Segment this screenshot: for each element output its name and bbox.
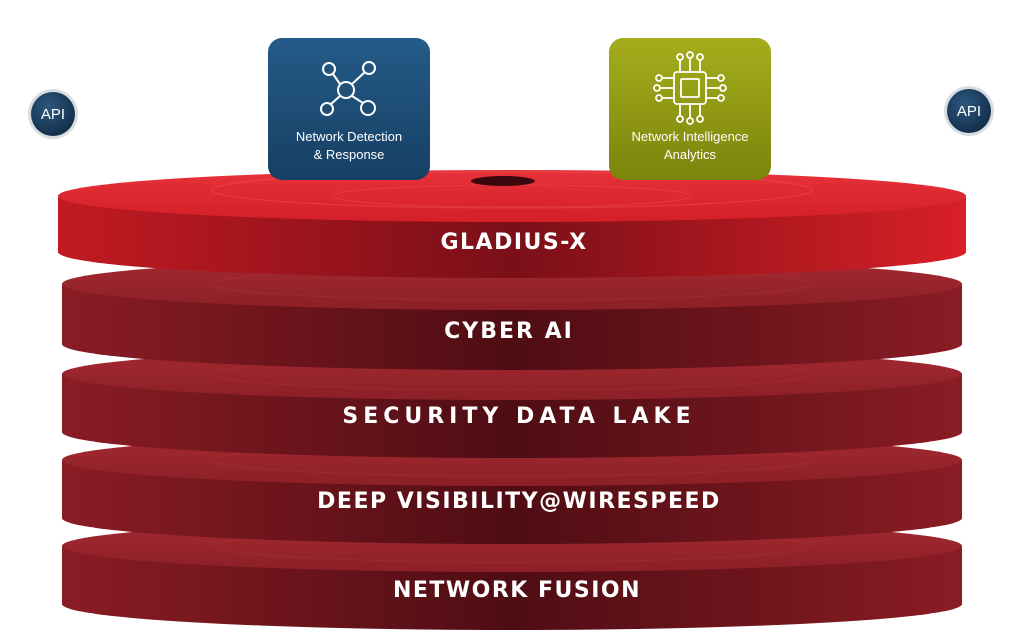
api-label-left: API bbox=[41, 106, 65, 123]
module-network-intelligence-analytics[interactable]: Network Intelligence Analytics bbox=[609, 38, 771, 180]
layer-gladius-x: GLADIUS-X bbox=[58, 170, 966, 278]
module-network-detection-response[interactable]: Network Detection & Response bbox=[268, 38, 430, 180]
api-badge-right[interactable]: API bbox=[944, 86, 994, 136]
api-badge-left[interactable]: API bbox=[28, 89, 78, 139]
layer-label-deep-visibility: DEEP VISIBILITY@WIRESPEED bbox=[317, 489, 721, 514]
api-label-right: API bbox=[957, 103, 981, 120]
layer-label-gladius-x: GLADIUS-X bbox=[440, 230, 587, 255]
module-ndr-line1: Network Detection bbox=[296, 129, 402, 144]
layer-label-network-fusion: NETWORK FUSION bbox=[393, 578, 641, 603]
module-ndr-line2: & Response bbox=[314, 147, 385, 162]
module-nia-line2: Analytics bbox=[664, 147, 717, 162]
chip-circuit-icon bbox=[653, 51, 727, 125]
module-nia-line1: Network Intelligence bbox=[631, 129, 748, 144]
layer-label-cyber-ai: CYBER AI bbox=[444, 319, 574, 344]
network-nodes-icon bbox=[320, 61, 376, 116]
layer-label-security-data-lake: SECURITY DATA LAKE bbox=[342, 404, 695, 429]
